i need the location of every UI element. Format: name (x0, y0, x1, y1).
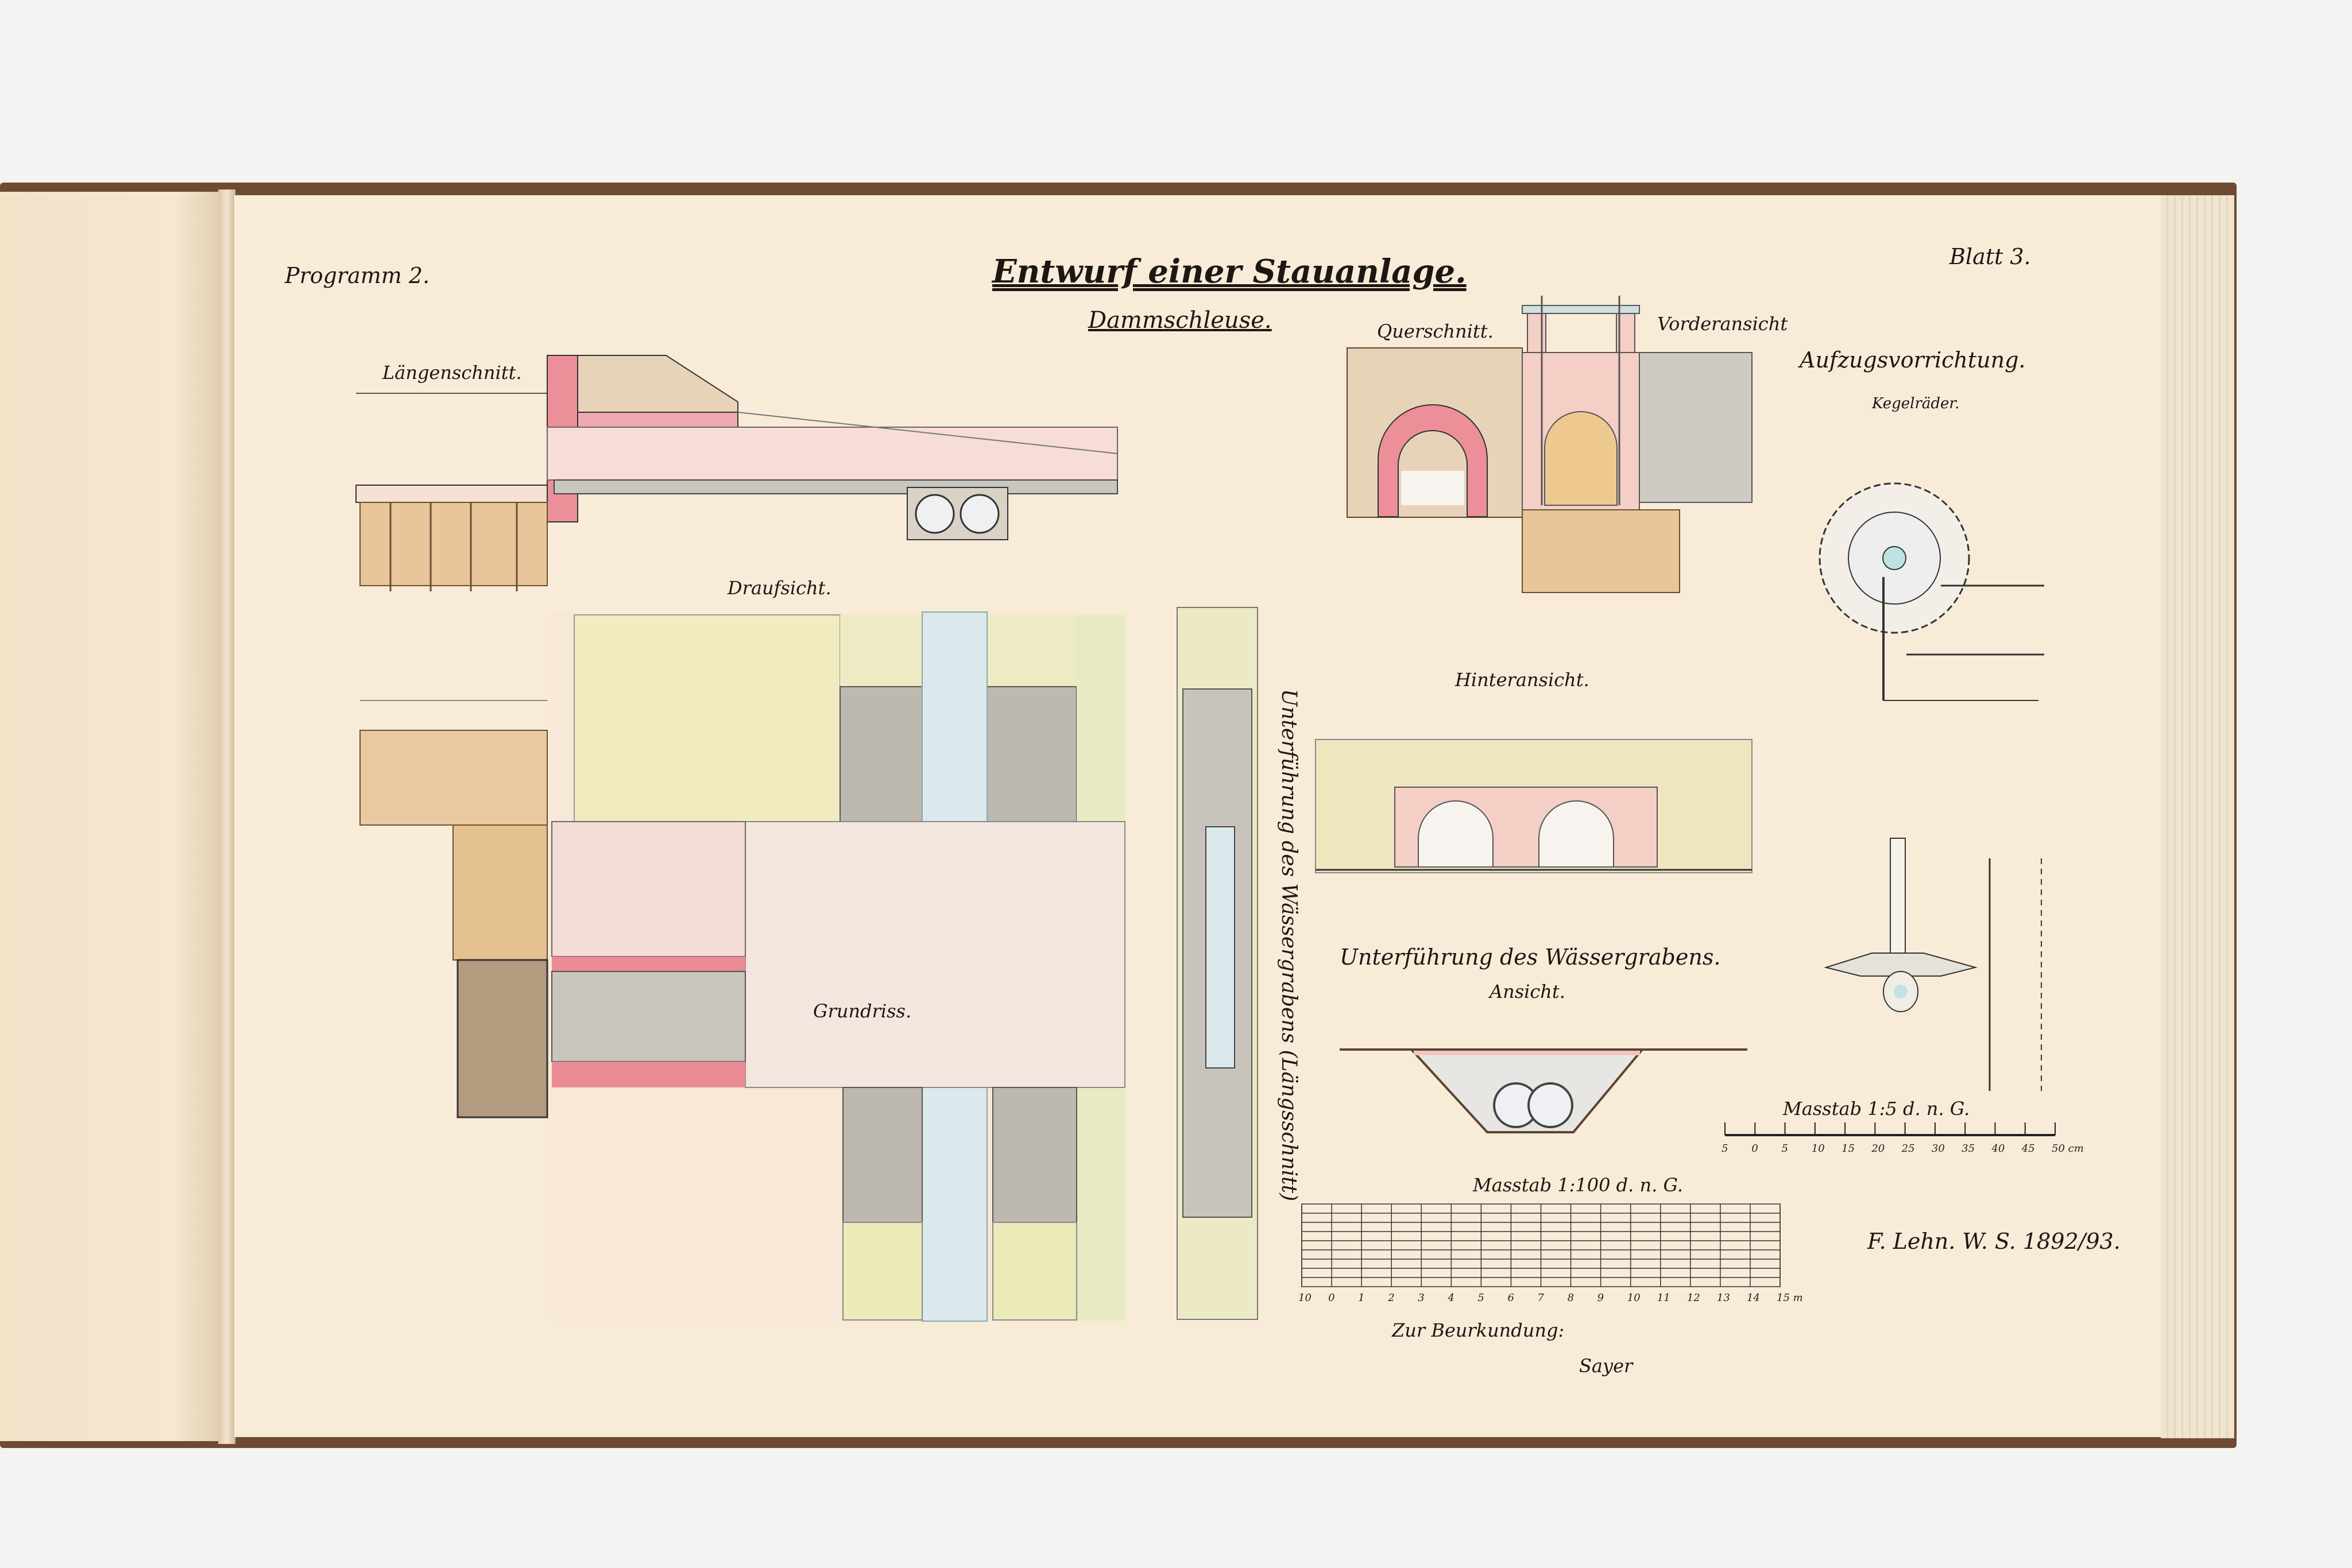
label-ansicht: Ansicht. (1490, 981, 1565, 1002)
label-kegelraeder: Kegelräder. (1872, 395, 1960, 412)
label-unterfuehrung: Unterführung des Wässergrabens. (1340, 944, 1721, 970)
scale-tick-label: 10 (1811, 1143, 1825, 1155)
scale-large-label: Masstab 1:100 d. n. G. (1473, 1174, 1684, 1196)
scale-tick-label: 20 (1871, 1143, 1885, 1155)
ditch-longitudinal-section-drawing (1177, 607, 1258, 1320)
scale-tick-label: 5 (1722, 1143, 1728, 1155)
scale-tick-label: 5 (1477, 1292, 1484, 1304)
scale-tick-label: 10 (1627, 1292, 1641, 1304)
sheet-number: Blatt 3. (1949, 244, 2031, 269)
scale-tick-label: 12 (1686, 1292, 1700, 1304)
left-page (0, 192, 218, 1441)
label-laengenschnitt: Längenschnitt. (382, 362, 522, 384)
scale-tick-label: 13 (1716, 1292, 1730, 1304)
scale-tick-label: 11 (1657, 1292, 1670, 1304)
sheet-title: Entwurf einer Stauanlage. (992, 253, 1467, 291)
label-aufzugsvorrichtung: Aufzugsvorrichtung. (1800, 347, 2026, 373)
scale-small-label: Masstab 1:5 d. n. G. (1783, 1098, 1970, 1120)
scale-bar-1-5 (1724, 1122, 2056, 1136)
scale-tick-label: 6 (1507, 1292, 1514, 1304)
scale-tick-label: 14 (1746, 1292, 1760, 1304)
scale-tick-label: 40 (1991, 1143, 2005, 1155)
scale-tick-label: 30 (1931, 1143, 1945, 1155)
scale-tick-label: 0 (1751, 1143, 1758, 1155)
scale-tick-label: 9 (1597, 1292, 1604, 1304)
scale-tick-label: 2 (1388, 1292, 1395, 1304)
subtitle: Dammschleuse. (1088, 307, 1272, 334)
scale-tick-label: 10 (1298, 1292, 1312, 1304)
scale-tick-label: 35 (1962, 1143, 1975, 1155)
scale-tick-label: 15 (1842, 1143, 1855, 1155)
label-grundriss: Grundriss. (813, 1000, 912, 1022)
scale-tick-label: 25 (1901, 1143, 1915, 1155)
cross-section-front-view-drawing (1347, 296, 1753, 593)
label-vorderansicht: Vorderansicht (1657, 313, 1788, 335)
scale-tick-label: 4 (1448, 1292, 1454, 1304)
scale-tick-label: 1 (1358, 1292, 1365, 1304)
longitudinal-section-drawing (355, 355, 1118, 591)
page-edges (2161, 195, 2234, 1438)
label-hinteransicht: Hinteransicht. (1455, 669, 1589, 691)
scale-tick-label: 15 m (1777, 1292, 1803, 1304)
scale-tick-label: 5 (1781, 1143, 1788, 1155)
signer-signature: Sayer (1579, 1355, 1633, 1377)
book-gutter (218, 189, 235, 1444)
rear-view-drawing (1315, 739, 1753, 873)
scale-tick-label: 50 cm (2052, 1143, 2084, 1155)
scale-tick-label: 8 (1567, 1292, 1575, 1304)
gear-side-view-drawing (1824, 838, 2042, 1091)
certification-label: Zur Beurkundung: (1392, 1319, 1565, 1341)
program-label: Programm 2. (285, 263, 430, 288)
author-signature-line: F. Lehn. W. S. 1892/93. (1867, 1229, 2121, 1254)
label-querschnitt: Querschnitt. (1377, 320, 1494, 342)
ditch-view-drawing (1340, 1048, 1747, 1133)
scale-grid-1-100 (1301, 1203, 1781, 1287)
bevel-gear-drawing (1819, 482, 2044, 701)
plan-view-drawing (359, 611, 1126, 1322)
label-draufsicht: Draufsicht. (728, 577, 831, 599)
scale-tick-label: 0 (1328, 1292, 1335, 1304)
scale-tick-label: 3 (1418, 1292, 1425, 1304)
label-ditch-longitudinal: Unterführung des Wässergrabens (Längssch… (1277, 689, 1301, 1202)
scale-tick-label: 45 (2021, 1143, 2035, 1155)
scale-tick-label: 7 (1537, 1292, 1544, 1304)
